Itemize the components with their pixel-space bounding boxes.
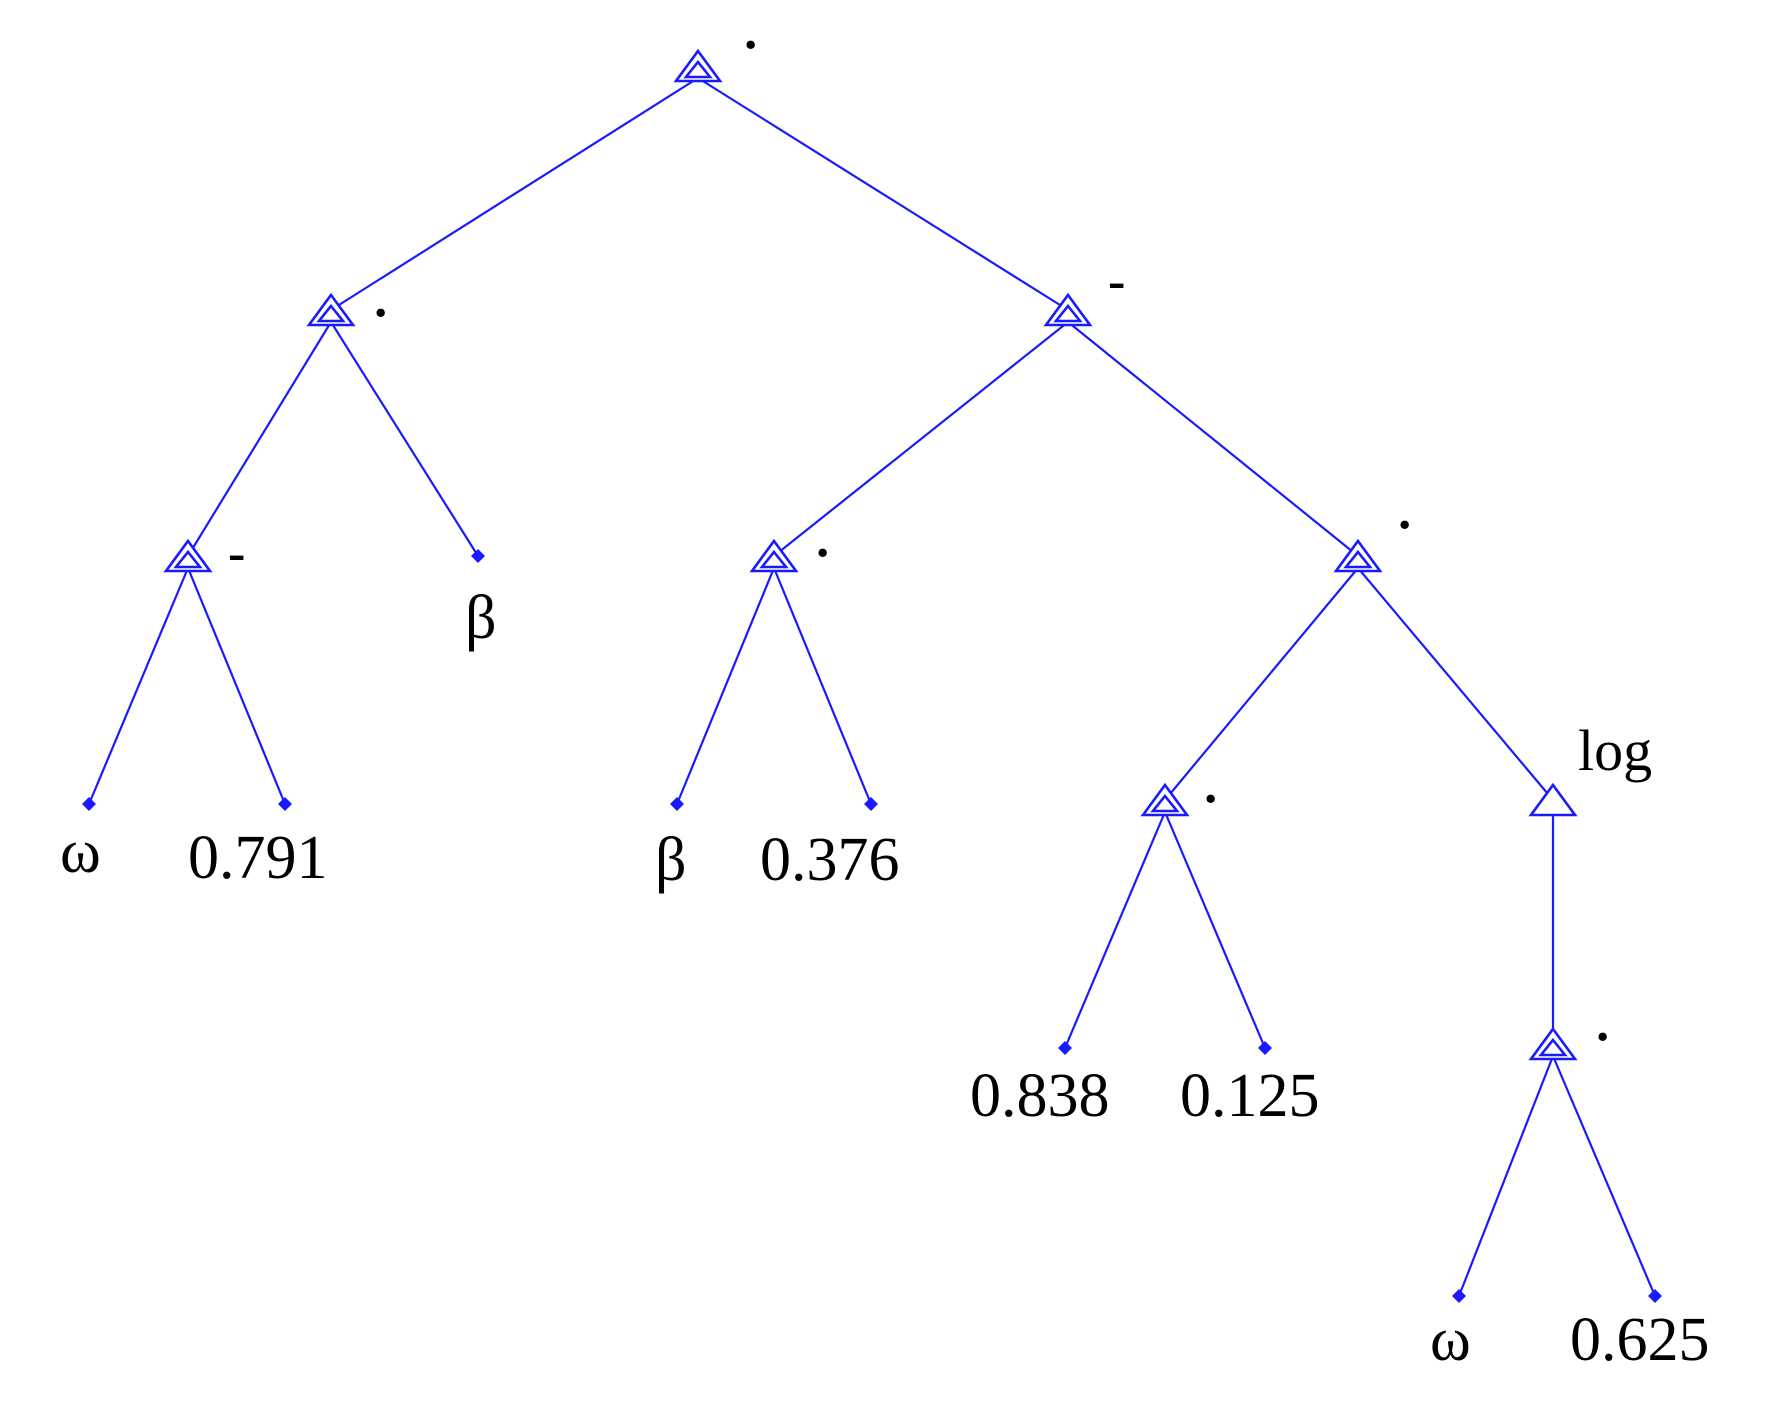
edge-n2-n8 xyxy=(1067,321,1359,557)
edge-n15-n16 xyxy=(1457,1055,1555,1297)
edge-n7-n9 xyxy=(675,567,776,805)
node-triangle-inner xyxy=(1053,303,1083,323)
node-triangle-inner xyxy=(1150,793,1180,813)
leaf-marker xyxy=(670,797,684,811)
node-triangle-inner xyxy=(1538,1037,1568,1057)
leaf-marker xyxy=(471,549,485,563)
leaf-label: ω xyxy=(1430,1306,1471,1374)
leaf-label: β xyxy=(655,826,687,894)
operator-label: · xyxy=(814,525,831,582)
leaf-label: 0.791 xyxy=(188,824,328,892)
operator-label: · xyxy=(372,285,389,342)
leaf-label: 0.125 xyxy=(1180,1062,1320,1130)
edge-n7-n10 xyxy=(772,567,873,805)
edge-n8-n11 xyxy=(1164,567,1359,801)
operator-label: · xyxy=(742,17,759,74)
edge-n1-n3 xyxy=(187,321,332,557)
leaf-marker xyxy=(1648,1289,1662,1303)
edge-n2-n7 xyxy=(773,321,1069,557)
edge-n1-n4 xyxy=(330,321,479,557)
node-triangle-inner xyxy=(316,303,346,323)
operator-label: - xyxy=(1108,253,1125,310)
operator-label: · xyxy=(1396,497,1413,554)
tree-edges xyxy=(87,77,1657,1297)
function-label: log xyxy=(1578,718,1652,783)
leaf-marker xyxy=(1258,1041,1272,1055)
leaf-label: 0.625 xyxy=(1570,1306,1710,1374)
leaf-label: β xyxy=(465,584,497,652)
leaf-label: 0.376 xyxy=(760,826,900,894)
edge-n11-n14 xyxy=(1163,811,1267,1049)
edge-n11-n13 xyxy=(1063,811,1167,1049)
edge-n3-n6 xyxy=(186,567,287,805)
leaf-label: 0.838 xyxy=(970,1062,1110,1130)
edge-n15-n17 xyxy=(1551,1055,1657,1297)
leaf-marker xyxy=(278,797,292,811)
leaf-marker xyxy=(1452,1289,1466,1303)
edge-n0-n2 xyxy=(697,77,1069,311)
edge-n3-n5 xyxy=(87,567,190,805)
leaf-marker xyxy=(82,797,96,811)
edge-n8-n12 xyxy=(1357,567,1554,801)
node-triangle-inner xyxy=(759,549,789,569)
node-triangle-inner xyxy=(173,549,203,569)
edge-n0-n1 xyxy=(330,77,699,311)
leaf-marker xyxy=(864,797,878,811)
node-triangle-inner xyxy=(683,59,713,79)
operator-label: - xyxy=(228,525,245,582)
operator-label: · xyxy=(1594,1009,1611,1066)
tree-nodes xyxy=(82,48,1662,1303)
node-triangle-inner xyxy=(1343,549,1373,569)
node-triangle xyxy=(1528,782,1578,817)
leaf-label: ω xyxy=(60,818,101,886)
operator-label: · xyxy=(1202,771,1219,828)
tree-labels: · · - - β ω 0.791 · · β 0.376 · log 0.838 0.125 · ω 0.625 xyxy=(60,17,1710,1374)
leaf-marker xyxy=(1058,1041,1072,1055)
